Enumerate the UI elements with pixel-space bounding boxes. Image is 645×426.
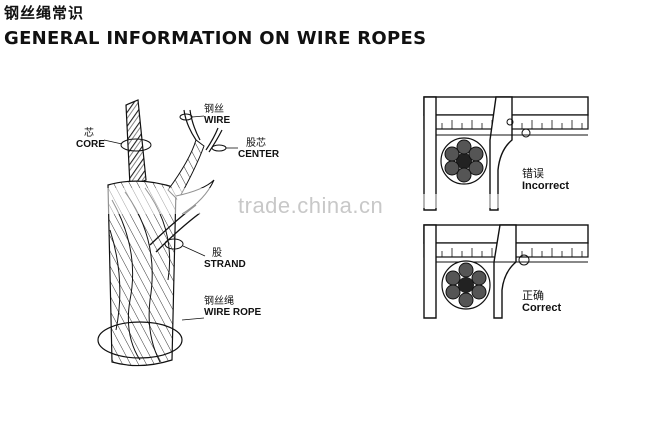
label-correct: 正确 Correct [522,289,562,314]
label-center: 股芯 CENTER [238,138,280,160]
label-strand: 股 STRAND [204,248,246,270]
label-wire: 钢丝 WIRE [204,104,231,126]
rope-section-correct [441,260,491,310]
label-core: 芯 CORE [76,128,105,150]
page-title: GENERAL INFORMATION ON WIRE ROPES [4,28,427,49]
rope-body-shape [107,180,177,367]
caliper-incorrect [423,96,589,211]
label-incorrect: 错误 Incorrect [522,167,570,192]
caliper-correct [423,224,589,319]
title-chinese: 钢丝绳常识 [4,4,85,22]
single-wire-shape [183,109,197,141]
rope-core-shape [125,99,147,187]
rope-section-incorrect [440,137,488,185]
label-wire-rope: 钢丝绳 WIRE ROPE [204,296,262,318]
wire-rope-illustration [97,99,238,367]
watermark-text: trade.china.cn [238,193,384,218]
